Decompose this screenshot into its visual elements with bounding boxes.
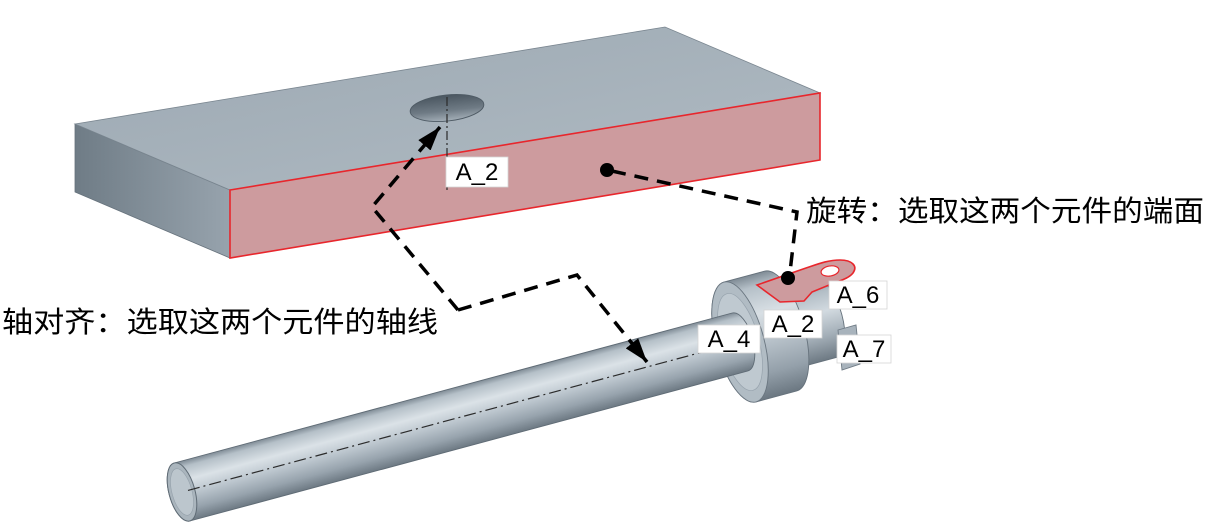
axis-label-box (836, 334, 892, 364)
shaft-axis-label-a6: A_6 (828, 280, 888, 310)
axis-align-annotation: 轴对齐：选取这两个元件的轴线 (2, 305, 438, 339)
axis-label-box (697, 324, 761, 354)
plate-front-face-selected (229, 92, 821, 259)
plate-selected-edges (229, 92, 821, 259)
shaft-part (166, 259, 861, 522)
leader-to-shaft-axis (457, 272, 649, 364)
axis-label-box (828, 280, 888, 310)
axis-label-text: A_6 (837, 282, 880, 309)
shaft-face-pick-dot (781, 271, 795, 285)
shaft-axis-label-a7: A_7 (836, 334, 892, 364)
axis-label-text: A_2 (772, 311, 815, 338)
shaft-body (166, 312, 756, 522)
axis-label-box (763, 309, 823, 339)
leader-end-faces (611, 169, 799, 273)
plate-hole (409, 94, 485, 122)
leader-lines (369, 125, 799, 364)
plate-axis-label: A_2 (445, 156, 509, 188)
selection-dots (600, 163, 795, 285)
axis-label-text: A_7 (843, 336, 886, 363)
shaft-lug-hole (820, 265, 840, 277)
shaft-axis-label-a2: A_2 (763, 309, 823, 339)
axis-label-text: A_4 (708, 326, 751, 353)
shaft-axis-label-a4: A_4 (697, 324, 761, 354)
plate-face-pick-dot (600, 163, 614, 177)
plate-axis-label-text: A_2 (456, 159, 499, 186)
plate-axis-label-box (445, 156, 509, 188)
shaft-center-axis (187, 344, 729, 491)
rotate-annotation: 旋转：选取这两个元件的端面 (806, 194, 1204, 228)
plate-part: A_2 (73, 26, 822, 259)
